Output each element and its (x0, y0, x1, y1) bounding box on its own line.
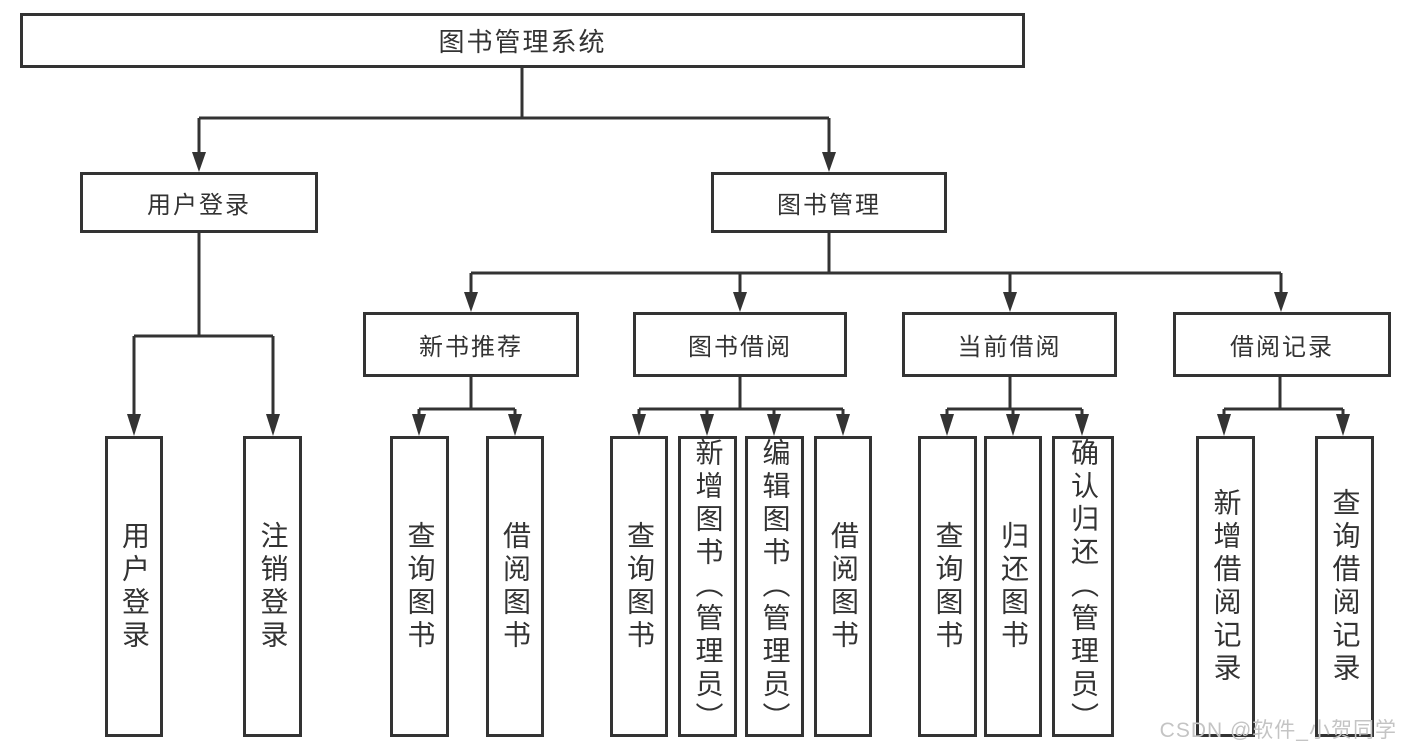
leaf-query-books-recommend: 查询图书 (390, 436, 449, 737)
node-label: 用户登录 (119, 520, 150, 653)
leaf-logout: 注销登录 (243, 436, 302, 737)
node-label: 确认归还（管理员） (1068, 438, 1099, 735)
node-book-management-branch: 图书管理 (711, 172, 947, 233)
node-label: 新增图书（管理员） (692, 438, 724, 735)
csdn-watermark: CSDN @软件_小贺同学 (1159, 719, 1397, 742)
node-label: 查询图书 (624, 520, 655, 653)
node-user-login-branch: 用户登录 (80, 172, 318, 233)
leaf-query-borrow-record: 查询借阅记录 (1315, 436, 1374, 737)
node-book-borrowing: 图书借阅 (633, 312, 847, 377)
node-label: 图书管理系统 (438, 27, 607, 57)
leaf-borrow-books: 借阅图书 (814, 436, 872, 737)
node-label: 查询借阅记录 (1329, 487, 1361, 686)
leaf-confirm-return-admin: 确认归还（管理员） (1052, 436, 1114, 737)
node-label: 当前借阅 (957, 334, 1062, 361)
node-new-book-recommend: 新书推荐 (363, 312, 579, 377)
node-label: 新增借阅记录 (1210, 487, 1242, 686)
leaf-add-borrow-record: 新增借阅记录 (1196, 436, 1255, 737)
node-label: 查询图书 (932, 520, 964, 653)
node-label: 编辑图书（管理员） (759, 438, 791, 735)
node-system-root: 图书管理系统 (20, 13, 1025, 68)
node-label: 注销登录 (257, 520, 289, 653)
node-label: 新书推荐 (419, 334, 523, 361)
leaf-user-login: 用户登录 (105, 436, 163, 737)
leaf-borrow-books-recommend: 借阅图书 (486, 436, 544, 737)
leaf-return-books: 归还图书 (984, 436, 1042, 737)
node-label: 借阅图书 (828, 520, 859, 653)
node-label: 查询图书 (404, 520, 436, 653)
leaf-query-books-current: 查询图书 (918, 436, 977, 737)
node-label: 借阅记录 (1230, 334, 1334, 361)
node-current-borrowing: 当前借阅 (902, 312, 1117, 377)
leaf-add-books-admin: 新增图书（管理员） (678, 436, 737, 737)
node-label: 归还图书 (998, 520, 1029, 653)
node-borrowing-records: 借阅记录 (1173, 312, 1391, 377)
node-label: 图书借阅 (688, 334, 792, 361)
arrowheads (127, 152, 1350, 436)
node-label: 用户登录 (147, 192, 251, 219)
node-label: 图书管理 (777, 192, 881, 219)
leaf-query-books-borrowing: 查询图书 (610, 436, 668, 737)
leaf-edit-books-admin: 编辑图书（管理员） (745, 436, 804, 737)
node-label: 借阅图书 (500, 520, 531, 653)
